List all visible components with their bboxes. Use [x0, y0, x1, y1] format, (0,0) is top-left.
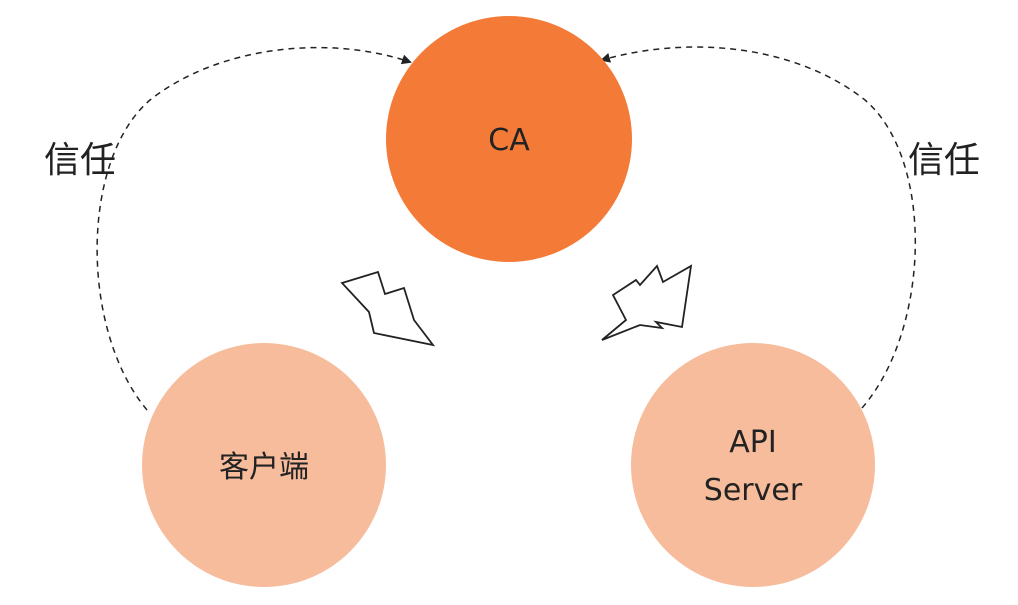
apiserver-node: [631, 343, 875, 587]
trust-label-left: 信任: [44, 140, 116, 181]
client-node: [142, 343, 386, 587]
ca-label: CA: [488, 123, 530, 158]
apiserver-label-line2: Server: [704, 473, 803, 508]
apiserver-label-line1: API: [729, 425, 776, 460]
client-label: 客户端: [219, 450, 309, 485]
ca-node: [386, 16, 632, 262]
trust-label-right: 信任: [908, 140, 980, 181]
issue-arrow-to-client-icon: [340, 270, 436, 347]
issue-arrow-to-apiserver-icon: [601, 264, 693, 341]
